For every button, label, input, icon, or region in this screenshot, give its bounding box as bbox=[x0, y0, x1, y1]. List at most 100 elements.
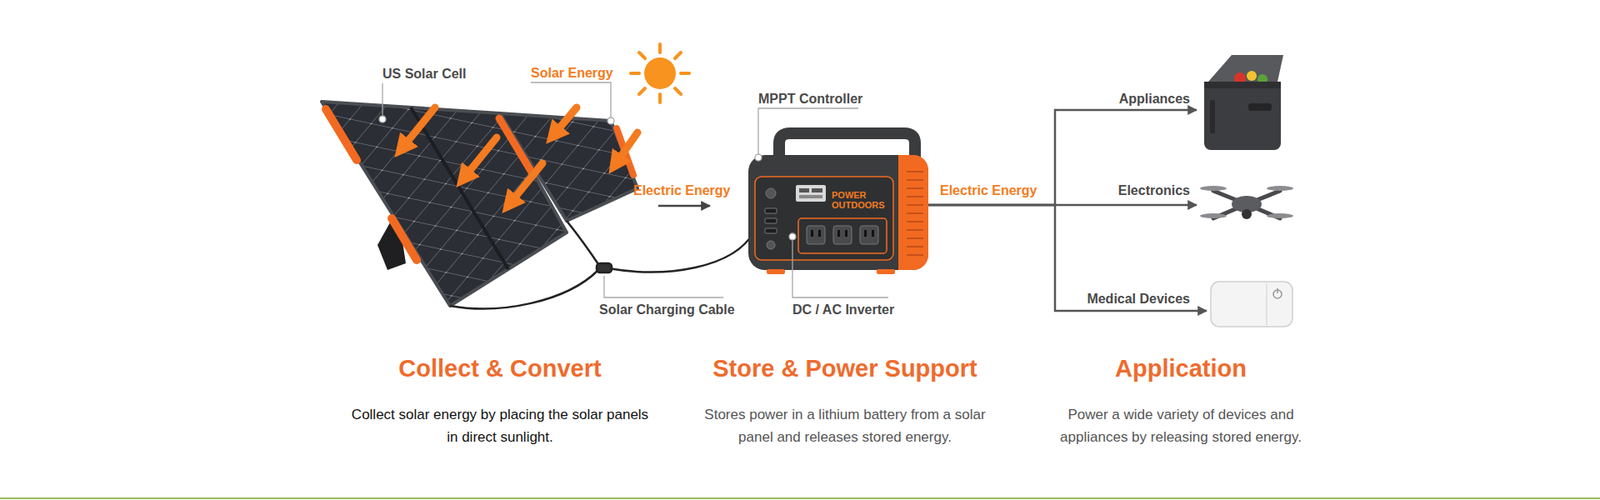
bottom-rule bbox=[0, 497, 1600, 500]
power-station-part bbox=[765, 228, 777, 234]
sunlight-arrows bbox=[403, 107, 638, 203]
part-label: DC / AC Inverter bbox=[792, 301, 895, 319]
drone-icon-part bbox=[1200, 185, 1294, 219]
section-heading: Collect & Convert bbox=[333, 353, 667, 384]
power-station-part bbox=[833, 225, 852, 245]
power-station-part bbox=[906, 254, 924, 256]
charging-cable bbox=[450, 220, 755, 309]
power-station-part bbox=[906, 187, 924, 190]
energy-label: Solar Energy bbox=[530, 65, 614, 82]
sun bbox=[630, 44, 690, 103]
power-station-part bbox=[810, 230, 814, 237]
energy-label: Electric Energy bbox=[633, 182, 731, 200]
solar-panel-part bbox=[325, 109, 357, 160]
solar-panel bbox=[321, 101, 638, 306]
drone-icon-part bbox=[1266, 185, 1294, 191]
solar-panel-part bbox=[499, 118, 534, 175]
sun-part bbox=[680, 71, 690, 75]
part-label: US Solar Cell bbox=[382, 65, 466, 83]
power-station-part bbox=[748, 155, 929, 270]
charging-cable-part bbox=[566, 220, 600, 267]
sun-part bbox=[675, 52, 681, 59]
power-station-part bbox=[864, 230, 867, 237]
part-label: Solar Charging Cable bbox=[599, 301, 735, 319]
section-heading: Application bbox=[1014, 353, 1348, 384]
device-label: Appliances bbox=[1119, 90, 1190, 108]
sunlight-arrows-part bbox=[510, 163, 543, 203]
leader-lines-part bbox=[792, 240, 889, 298]
power-station: POWER OUTDOORS bbox=[748, 133, 929, 274]
power-station-part bbox=[810, 230, 875, 237]
cooler-icon-part bbox=[1208, 55, 1284, 82]
device-label: Electronics bbox=[1118, 182, 1190, 200]
leader-lines-part bbox=[607, 117, 615, 125]
power-station-part bbox=[798, 218, 887, 254]
section-heading: Store & Power Support bbox=[678, 353, 1012, 384]
leader-lines-part bbox=[758, 108, 859, 154]
leader-lines-part bbox=[789, 233, 796, 240]
power-station-part bbox=[837, 230, 840, 237]
power-station-part bbox=[906, 204, 924, 206]
cooler-icon-part bbox=[1204, 81, 1281, 150]
leader-lines-part bbox=[530, 82, 611, 117]
sunlight-arrows-part bbox=[616, 132, 638, 163]
cooler-icon-part bbox=[1248, 103, 1272, 111]
flow-arrow bbox=[658, 205, 710, 207]
solar-panel-part bbox=[410, 107, 509, 270]
power-station-part bbox=[806, 225, 879, 245]
sun-part bbox=[644, 57, 676, 90]
power-station-part bbox=[906, 195, 924, 198]
sun-part bbox=[630, 71, 640, 75]
power-station-part bbox=[906, 179, 924, 181]
section-text: Collect solar energy by placing the sola… bbox=[345, 403, 655, 449]
sun-part bbox=[630, 44, 690, 103]
sun-part bbox=[639, 52, 645, 59]
power-station-part bbox=[860, 225, 879, 245]
cooler-icon bbox=[1204, 55, 1284, 150]
leader-lines-part bbox=[755, 154, 762, 161]
charging-cable-part bbox=[596, 263, 612, 273]
power-station bbox=[748, 133, 929, 275]
power-station-part bbox=[906, 229, 924, 231]
sunlight-arrows-part bbox=[555, 107, 577, 134]
cooler-icon-part bbox=[1246, 70, 1257, 81]
section-text: Power a wide variety of devices and appl… bbox=[1043, 403, 1319, 449]
leader-lines bbox=[379, 82, 889, 298]
medical-device-icon bbox=[1210, 281, 1293, 327]
solar-panel-part bbox=[391, 218, 417, 260]
leader-lines-part bbox=[381, 83, 383, 115]
device-node: Medical Devices bbox=[1209, 278, 1295, 329]
sun-part bbox=[658, 94, 662, 103]
flow-connector bbox=[928, 110, 1197, 205]
leader-lines-part bbox=[604, 275, 724, 298]
power-station-part bbox=[765, 218, 777, 224]
flow-connector bbox=[928, 205, 1207, 311]
power-station-part bbox=[906, 171, 924, 255]
brand-text: POWER OUTDOORS bbox=[831, 190, 890, 210]
power-station-part bbox=[799, 195, 823, 199]
device-node: Appliances bbox=[1199, 55, 1286, 154]
power-station-part bbox=[898, 155, 929, 270]
power-station-part bbox=[766, 269, 785, 275]
power-station-part bbox=[906, 220, 924, 223]
medical-device-icon-part bbox=[1265, 283, 1268, 325]
power-station-part bbox=[765, 188, 776, 199]
solar-panel-part bbox=[500, 113, 638, 221]
device-node: Electronics bbox=[1199, 181, 1295, 227]
power-station-part bbox=[906, 245, 924, 248]
sunlight-arrows-part bbox=[465, 137, 497, 177]
sun-part bbox=[658, 44, 662, 53]
power-station-part bbox=[799, 188, 810, 193]
energy-label: Electric Energy bbox=[940, 182, 1038, 200]
flow-arrow-part bbox=[658, 205, 710, 208]
power-station-part bbox=[811, 188, 823, 193]
power-station-part bbox=[795, 185, 826, 202]
medical-device-icon-part bbox=[1210, 281, 1293, 327]
power-station-part bbox=[818, 230, 821, 237]
medical-device-icon-part bbox=[1276, 288, 1279, 294]
charging-cable-part bbox=[608, 231, 755, 272]
drone-icon-part bbox=[1266, 213, 1294, 219]
drone-icon-part bbox=[1241, 209, 1252, 220]
cooler-icon-part bbox=[1204, 81, 1281, 89]
